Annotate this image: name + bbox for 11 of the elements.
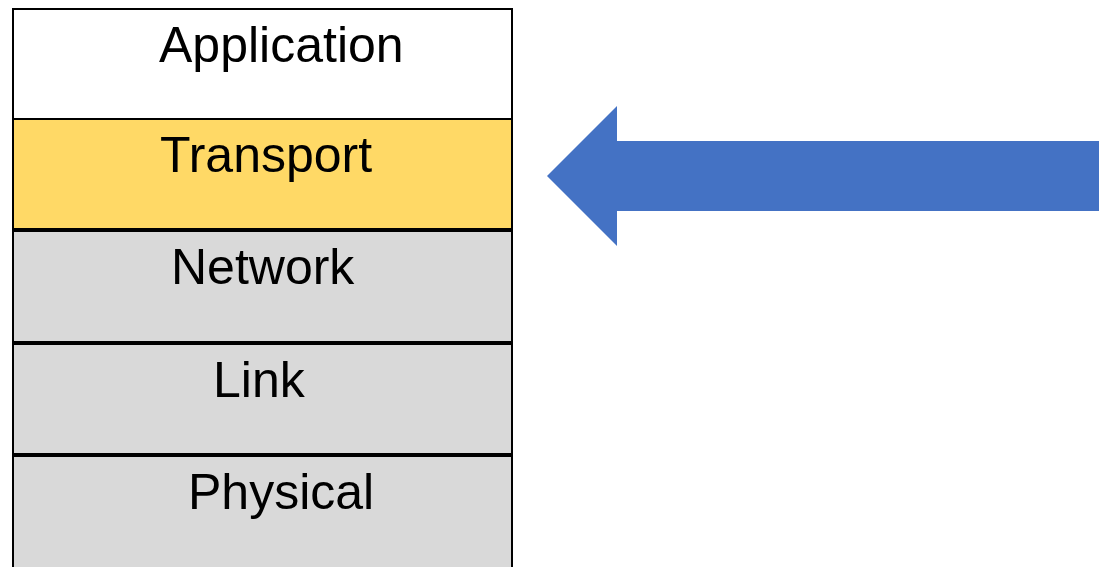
layer-box	[12, 8, 513, 120]
layer-label: Physical	[188, 463, 375, 522]
layer-box	[12, 230, 513, 343]
layer-box	[12, 343, 513, 455]
layer-box	[12, 118, 513, 230]
layer-label: Application	[159, 16, 404, 75]
layer-label: Transport	[160, 126, 373, 185]
layer-label: Network	[171, 238, 355, 297]
layer-box	[12, 455, 513, 567]
block-arrow	[547, 106, 1099, 246]
layer-label: Link	[213, 351, 305, 410]
